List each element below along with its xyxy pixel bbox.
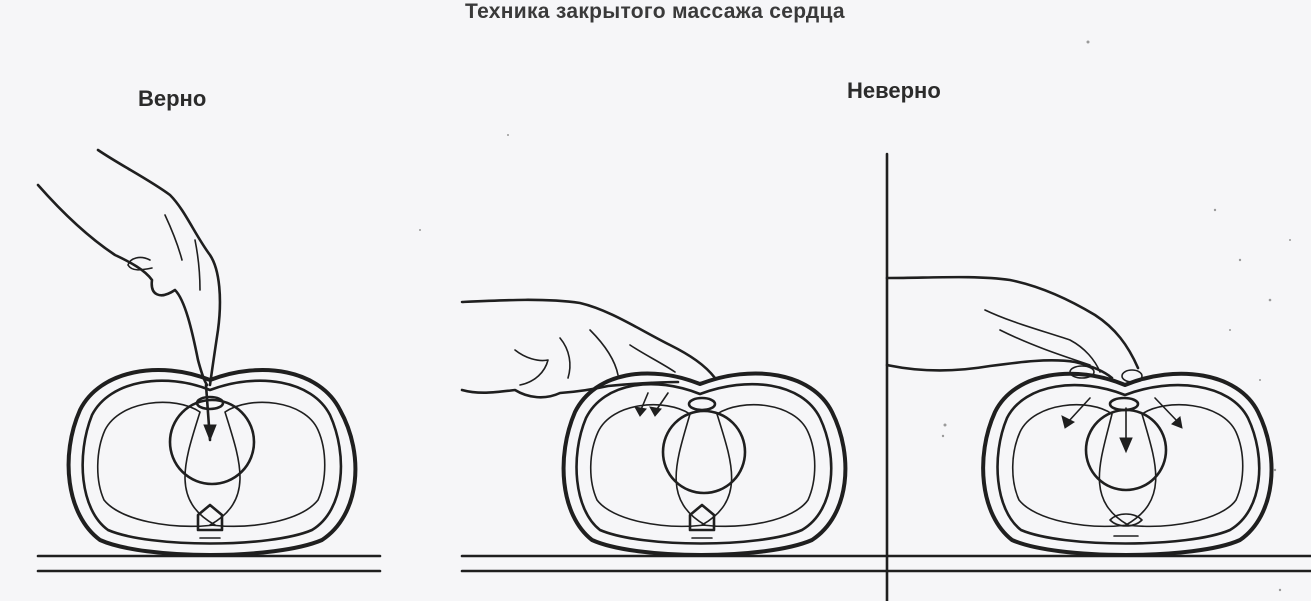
hand-correct [36, 148, 222, 442]
diagram-title: Техника закрытого массажа сердца [465, 0, 845, 23]
sternum [195, 395, 225, 411]
scan-noise [419, 40, 1291, 592]
torso-cross-section-correct [66, 368, 358, 557]
label-incorrect: Неверно [847, 78, 941, 103]
torso-cross-section-incorrect-1 [561, 371, 848, 557]
heart-circle [168, 398, 256, 486]
floor-surface-left [36, 554, 382, 573]
torso-cross-section-incorrect-2 [981, 371, 1274, 557]
label-correct: Верно [138, 86, 207, 111]
hand-incorrect-1 [460, 298, 717, 399]
hand-incorrect-2 [885, 275, 1143, 383]
